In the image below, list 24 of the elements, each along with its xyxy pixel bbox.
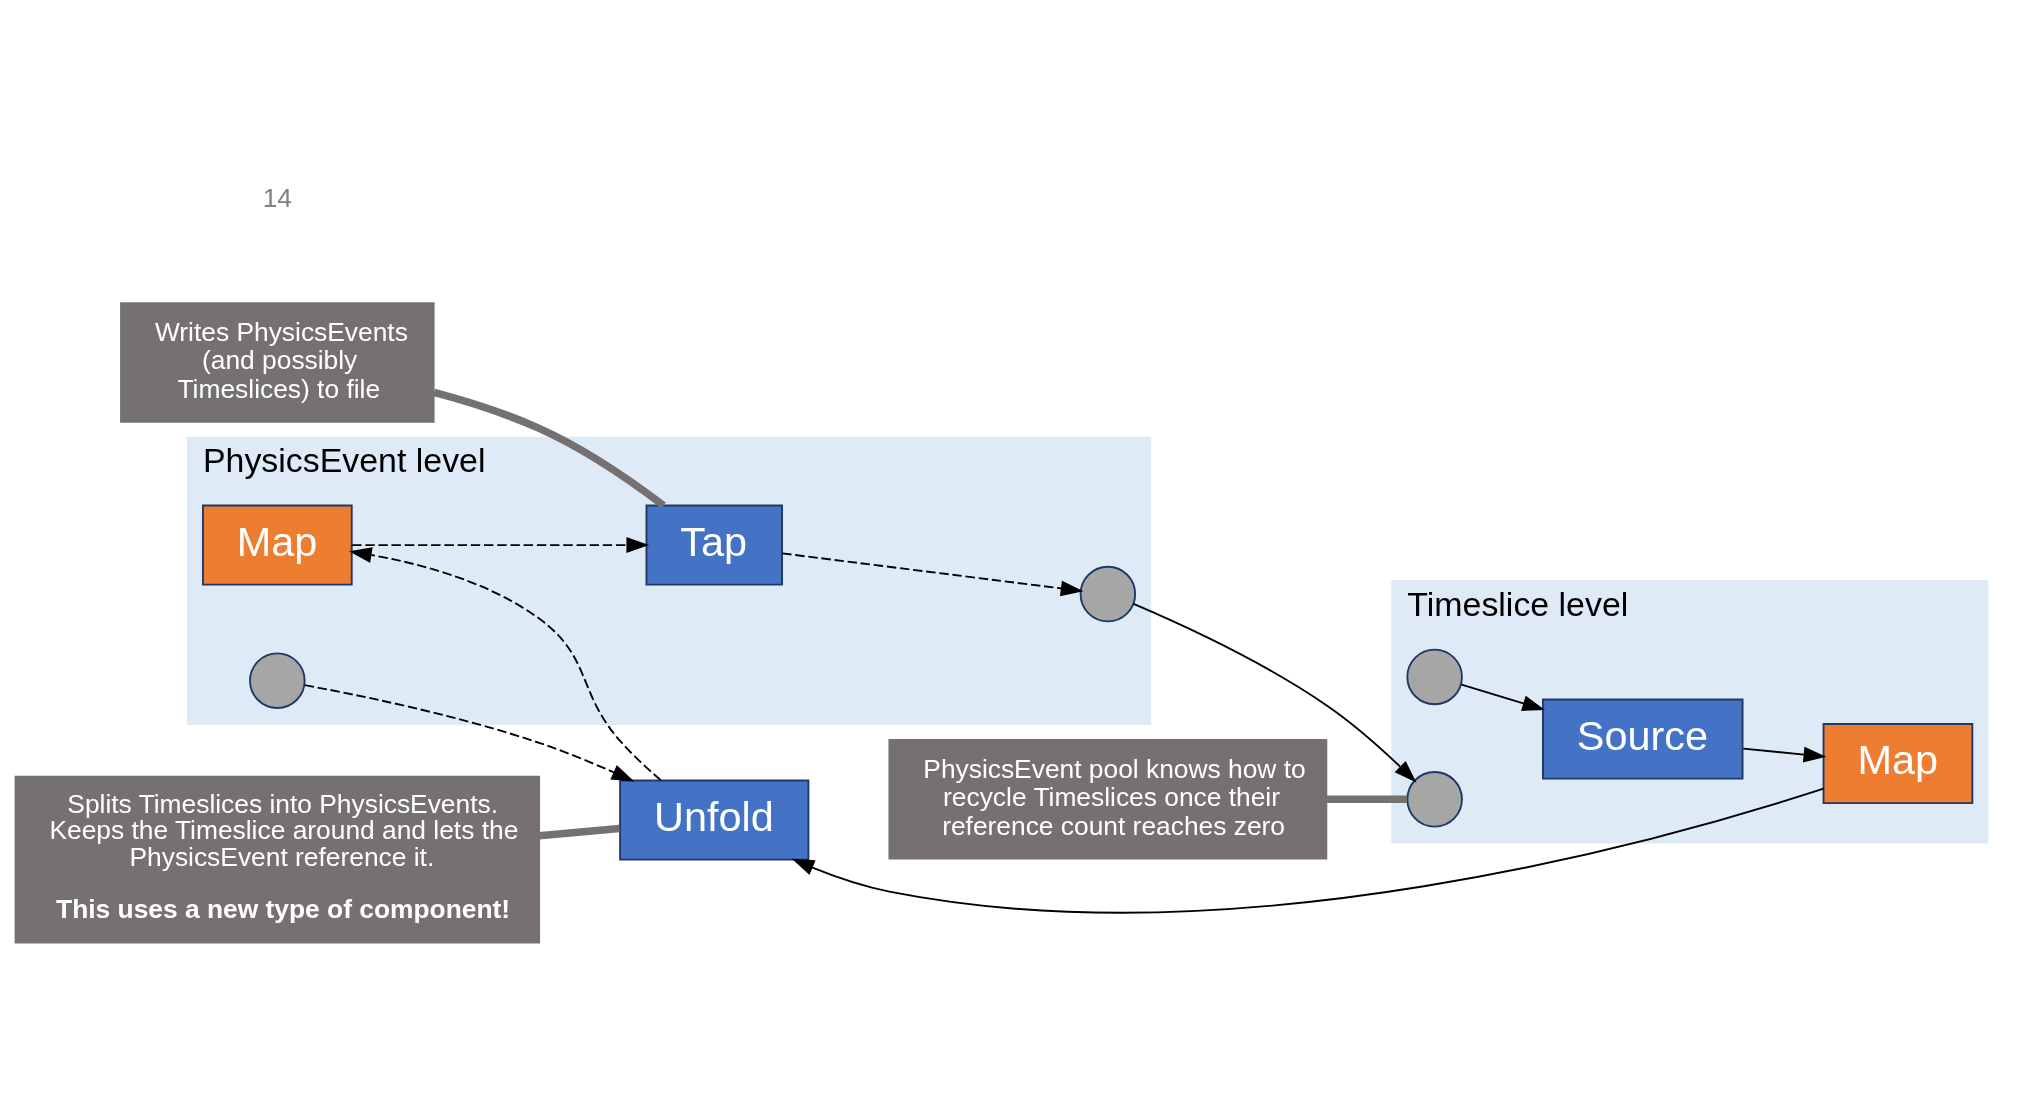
node-box: Map bbox=[1822, 723, 1974, 805]
node-circle bbox=[1406, 771, 1463, 828]
node-circle bbox=[1406, 648, 1463, 706]
arrow bbox=[791, 787, 1825, 914]
label: 14 bbox=[262, 183, 292, 214]
node-box: Source bbox=[1542, 698, 1744, 780]
arrow bbox=[1460, 683, 1545, 711]
node-circle bbox=[1079, 565, 1137, 623]
connector bbox=[433, 388, 666, 509]
node-box: PhysicsEvent pool knows how to recycle Timeslices once their reference count reaches zero bbox=[888, 739, 1328, 860]
node-box: Tap bbox=[645, 504, 783, 586]
arrow bbox=[1132, 602, 1417, 783]
node-box: Unfold bbox=[619, 779, 810, 861]
node-box: Writes PhysicsEvents (and possibly Timeslices) to file bbox=[120, 302, 435, 423]
node-circle bbox=[249, 652, 306, 709]
arrow bbox=[349, 547, 662, 782]
connector bbox=[1327, 795, 1407, 804]
arrow bbox=[781, 552, 1084, 597]
arrow bbox=[303, 684, 635, 782]
node-box: Splits Timeslices into PhysicsEvents. Keeps the Timeslice around and lets the PhysicsEvent reference it. This uses a new type of component! bbox=[14, 775, 541, 944]
arrow bbox=[1742, 746, 1827, 763]
node-box: Map bbox=[202, 504, 353, 586]
connector bbox=[538, 824, 620, 840]
arrow bbox=[351, 537, 650, 553]
